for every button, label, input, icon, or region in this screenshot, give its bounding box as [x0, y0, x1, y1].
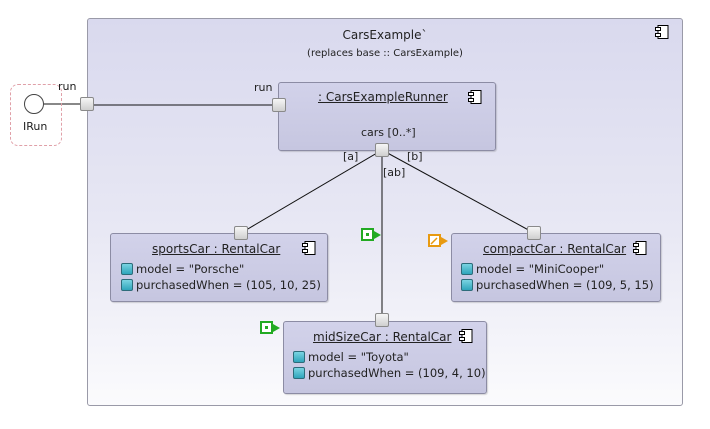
sportscar-part[interactable]	[110, 233, 328, 302]
runner-name: : CarsExampleRunner	[318, 90, 448, 104]
outer-subtitle: (replaces base :: CarsExample)	[307, 48, 463, 59]
component-icon	[302, 241, 316, 255]
outer-title: CarsExample`	[342, 28, 428, 42]
interface-lollipop-icon[interactable]	[24, 94, 44, 114]
connector-ab-label: [ab]	[383, 166, 406, 179]
sportscar-purchased-attr[interactable]: purchasedWhen = (105, 10, 25)	[121, 278, 321, 292]
attribute-icon	[293, 351, 305, 363]
added-element-icon	[361, 228, 381, 241]
midsizecar-part[interactable]	[283, 321, 487, 394]
connector-b-label: [b]	[407, 150, 423, 163]
connector-a-label: [a]	[343, 150, 359, 163]
attr-text: purchasedWhen = (105, 10, 25)	[136, 278, 321, 292]
attribute-icon	[121, 279, 133, 291]
midsizecar-port[interactable]	[375, 313, 389, 327]
interface-selection-outline	[10, 84, 62, 146]
compactcar-model-attr[interactable]: model = "MiniCooper"	[461, 262, 604, 276]
attr-text: purchasedWhen = (109, 4, 10)	[308, 366, 486, 380]
attribute-icon	[121, 263, 133, 275]
outer-run-port[interactable]	[80, 97, 94, 111]
runner-run-port[interactable]	[272, 98, 286, 112]
component-icon	[459, 329, 473, 343]
connector-b	[381, 149, 535, 234]
connector-a	[240, 149, 383, 234]
cars-port[interactable]	[375, 143, 389, 157]
runner-run-label: run	[254, 81, 273, 94]
cars-port-label: cars [0..*]	[361, 126, 416, 139]
sportscar-model-attr[interactable]: model = "Porsche"	[121, 262, 244, 276]
sportscar-name: sportsCar : RentalCar	[152, 242, 281, 256]
component-icon	[655, 25, 669, 39]
sportscar-port[interactable]	[234, 226, 248, 240]
compactcar-part[interactable]	[451, 233, 661, 302]
attribute-icon	[461, 263, 473, 275]
attribute-icon	[293, 367, 305, 379]
attribute-icon	[461, 279, 473, 291]
component-icon	[468, 90, 482, 104]
outer-port-label: run	[58, 80, 77, 93]
attr-text: model = "MiniCooper"	[476, 262, 605, 276]
compactcar-port[interactable]	[527, 226, 541, 240]
attr-text: model = "Toyota"	[308, 350, 409, 364]
midsizecar-model-attr[interactable]: model = "Toyota"	[293, 350, 409, 364]
added-element-icon	[260, 321, 280, 334]
midsizecar-name: midSizeCar : RentalCar	[313, 330, 452, 344]
compactcar-purchased-attr[interactable]: purchasedWhen = (109, 5, 15)	[461, 278, 654, 292]
attr-text: model = "Porsche"	[136, 262, 245, 276]
attr-text: purchasedWhen = (109, 5, 15)	[476, 278, 654, 292]
component-icon	[633, 241, 647, 255]
midsizecar-purchased-attr[interactable]: purchasedWhen = (109, 4, 10)	[293, 366, 486, 380]
interface-label: IRun	[23, 120, 48, 133]
modified-element-icon	[428, 234, 448, 247]
compactcar-name: compactCar : RentalCar	[483, 242, 627, 256]
